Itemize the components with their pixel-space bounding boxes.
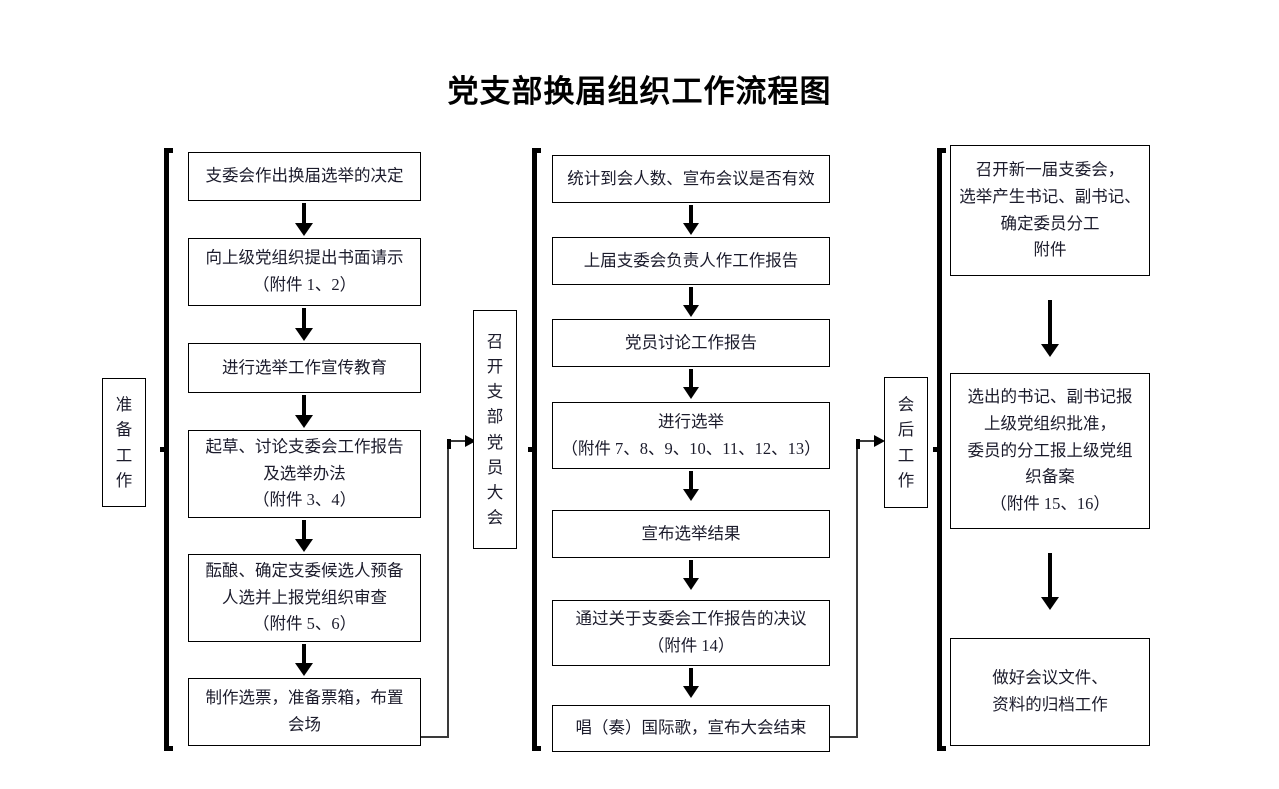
step-line: 上级党组织批准， [984, 413, 1116, 433]
step-line: 酝酿、确定支委候选人预备 [205, 560, 404, 580]
connector-meeting-to-post [830, 432, 888, 738]
step-line: 向上级党组织提出书面请示 [205, 248, 404, 268]
arrow-down [293, 395, 315, 428]
step-line: （附件 15、16） [990, 494, 1110, 514]
brace-preparation [160, 148, 173, 751]
stage-char: 准 [115, 395, 133, 415]
step-line: 支委会作出换届选举的决定 [205, 166, 404, 186]
step-box-3: 进行选举工作宣传教育 [188, 343, 421, 393]
step-line: 唱（奏）国际歌，宣布大会结束 [575, 718, 807, 738]
step-box-9: 党员讨论工作报告 [552, 319, 830, 367]
step-box-14: 召开新一届支委会， 选举产生书记、副书记、 确定委员分工 附件 [950, 145, 1150, 276]
step-line: 召开新一届支委会， [975, 160, 1125, 180]
step-box-16: 做好会议文件、 资料的归档工作 [950, 638, 1150, 746]
stage-char: 会 [897, 395, 915, 415]
step-line: 选举产生书记、副书记、 [959, 186, 1141, 206]
stage-label-post-meeting: 会 后 工 作 [884, 377, 928, 508]
step-line: 通过关于支委会工作报告的决议 [575, 609, 807, 629]
step-line: 附件 [1033, 240, 1067, 260]
stage-label-branch-member-meeting: 召 开 支 部 党 员 大 会 [473, 310, 517, 549]
stage-char: 工 [897, 445, 915, 465]
step-line: 选出的书记、副书记报 [967, 387, 1133, 407]
step-line: 及选举办法 [263, 463, 346, 483]
stage-char: 会 [486, 507, 504, 527]
arrow-down [680, 471, 702, 501]
arrow-down [293, 520, 315, 552]
step-line: 统计到会人数、宣布会议是否有效 [567, 168, 815, 188]
arrow-down [293, 203, 315, 236]
stage-char: 党 [486, 432, 504, 452]
step-line: 上届支委会负责人作工作报告 [583, 250, 799, 270]
arrow-down [293, 644, 315, 676]
arrow-down [680, 205, 702, 235]
stage-char: 开 [486, 357, 504, 377]
step-line: 资料的归档工作 [992, 695, 1108, 714]
step-line: 起草、讨论支委会工作报告 [205, 436, 404, 456]
step-line: 确定委员分工 [1000, 213, 1100, 233]
step-line: 宣布选举结果 [641, 523, 741, 543]
connector-preparation-to-meeting [421, 432, 479, 738]
stage-char: 作 [115, 470, 133, 490]
step-line: 做好会议文件、 [992, 668, 1108, 688]
stage-char: 工 [115, 445, 133, 465]
stage-char: 支 [486, 382, 504, 402]
step-box-10: 进行选举 （附件 7、8、9、10、11、12、13） [552, 402, 830, 469]
step-line: 人选并上报党组织审查 [222, 587, 387, 607]
step-line: 党员讨论工作报告 [625, 332, 757, 352]
stage-char: 部 [486, 407, 504, 427]
step-line: 会场 [288, 715, 321, 734]
stage-char: 员 [486, 457, 504, 477]
step-box-15: 选出的书记、副书记报 上级党组织批准， 委员的分工报上级党组 织备案 （附件 1… [950, 373, 1150, 529]
arrow-down [680, 560, 702, 590]
brace-post-meeting [933, 148, 946, 751]
stage-char: 后 [897, 420, 915, 440]
brace-branch-member-meeting [528, 148, 541, 751]
step-line: 进行选举工作宣传教育 [222, 357, 387, 377]
arrow-down [680, 369, 702, 399]
arrow-down [680, 287, 702, 317]
step-box-1: 支委会作出换届选举的决定 [188, 152, 421, 201]
stage-char: 备 [115, 420, 133, 440]
arrow-down [680, 668, 702, 698]
step-box-4: 起草、讨论支委会工作报告 及选举办法 （附件 3、4） [188, 430, 421, 518]
arrow-down [1039, 553, 1061, 610]
step-line: （附件 1、2） [252, 275, 357, 294]
step-box-2: 向上级党组织提出书面请示 （附件 1、2） [188, 238, 421, 306]
step-line: 委员的分工报上级党组 [967, 440, 1133, 460]
stage-label-preparation: 准 备 工 作 [102, 378, 146, 507]
step-box-5: 酝酿、确定支委候选人预备 人选并上报党组织审查 （附件 5、6） [188, 554, 421, 642]
step-line: 织备案 [1025, 467, 1075, 487]
step-box-7: 统计到会人数、宣布会议是否有效 [552, 155, 830, 203]
step-line: （附件 14） [647, 636, 735, 655]
step-line: （附件 3、4） [252, 490, 357, 510]
stage-char: 召 [486, 332, 504, 352]
step-box-8: 上届支委会负责人作工作报告 [552, 237, 830, 285]
stage-char: 作 [897, 470, 915, 490]
step-box-11: 宣布选举结果 [552, 510, 830, 558]
step-line: （附件 5、6） [252, 614, 357, 634]
arrow-down [293, 308, 315, 341]
step-box-6: 制作选票，准备票箱，布置 会场 [188, 678, 421, 746]
arrow-down [1039, 300, 1061, 357]
step-box-13: 唱（奏）国际歌，宣布大会结束 [552, 705, 830, 752]
step-line: 制作选票，准备票箱，布置 [205, 688, 404, 708]
page-title: 党支部换届组织工作流程图 [447, 74, 832, 110]
step-line: （附件 7、8、9、10、11、12、13） [561, 438, 821, 458]
step-box-12: 通过关于支委会工作报告的决议 （附件 14） [552, 600, 830, 666]
step-line: 进行选举 [658, 411, 724, 431]
stage-char: 大 [486, 482, 504, 502]
